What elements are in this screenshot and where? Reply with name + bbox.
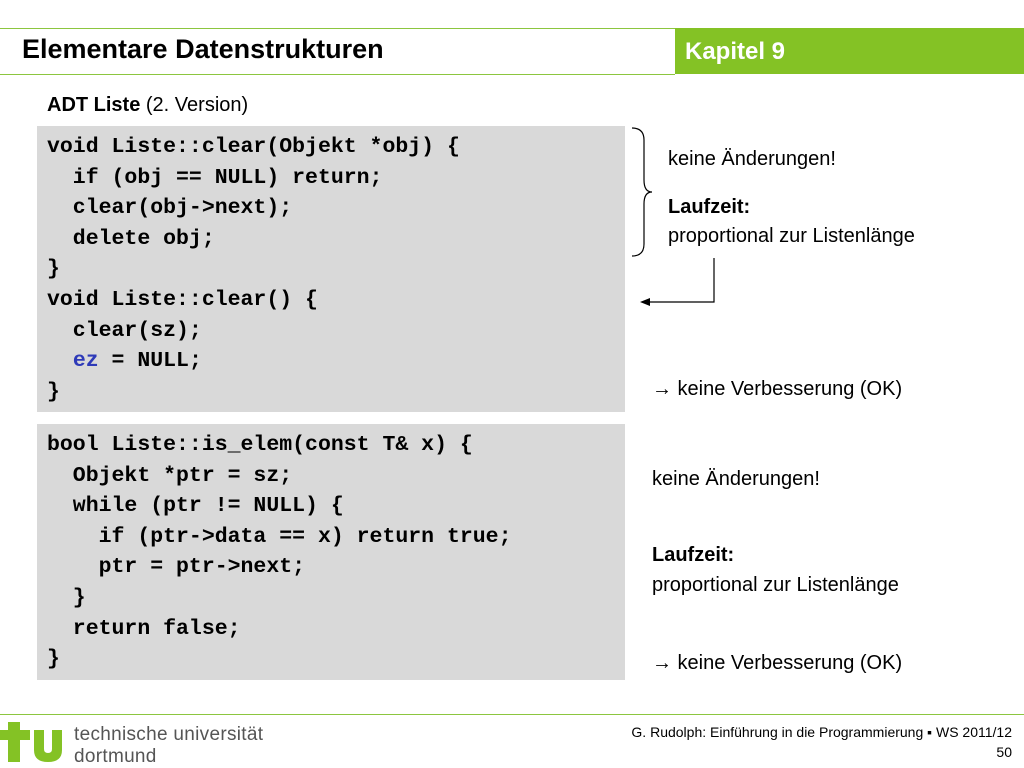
runtime-label: Laufzeit:	[668, 196, 751, 218]
curly-brace	[631, 127, 653, 257]
code-line: }	[47, 379, 60, 404]
code-line: Objekt *ptr = sz;	[47, 463, 293, 488]
runtime-label: Laufzeit:	[652, 544, 735, 566]
code-line: }	[47, 257, 60, 282]
code-block-clear: void Liste::clear(Objekt *obj) { if (obj…	[37, 126, 625, 412]
note-1-runtime-label: Laufzeit:	[668, 196, 750, 219]
title-rule	[0, 74, 675, 75]
code-line: void Liste::clear(Objekt *obj) {	[47, 135, 460, 159]
arrow-head	[640, 298, 650, 306]
arrow-line	[648, 258, 715, 303]
code-rest: = NULL;	[98, 349, 202, 374]
note-2-runtime-text: proportional zur Listenlänge	[652, 574, 899, 596]
slide-title: Elementare Datenstrukturen	[22, 34, 384, 64]
code-line: clear(obj->next);	[47, 196, 293, 221]
code-line: if (obj == NULL) return;	[47, 165, 383, 190]
subtitle-normal: (2. Version)	[140, 94, 249, 116]
code-line: void Liste::clear() {	[47, 287, 318, 312]
code-line: bool Liste::is_elem(const T& x) {	[47, 433, 473, 457]
code-line: delete obj;	[47, 226, 215, 251]
code-line: }	[47, 647, 60, 672]
code-line-ez: ez = NULL;	[47, 346, 625, 377]
logo-line-1: technische universität	[74, 724, 264, 745]
note-1-result: → keine Verbesserung (OK)	[652, 378, 903, 400]
slide-subtitle: ADT Liste (2. Version)	[47, 94, 248, 117]
bottom-rule	[0, 714, 1024, 715]
code-line: clear(sz);	[47, 318, 202, 343]
code-line: while (ptr != NULL) {	[47, 494, 344, 519]
note-2-changes: keine Änderungen!	[652, 468, 820, 490]
code-line: return false;	[47, 616, 241, 641]
note-2-result: → keine Verbesserung (OK)	[652, 652, 903, 674]
footer-credit: G. Rudolph: Einführung in die Programmie…	[631, 724, 1012, 740]
code-line: }	[47, 585, 86, 610]
code-keyword-ez: ez	[72, 349, 99, 374]
top-rule	[0, 28, 1024, 29]
code-line: ptr = ptr->next;	[47, 555, 306, 580]
note-1-runtime-text: proportional zur Listenlänge	[668, 225, 915, 247]
subtitle-bold: ADT Liste	[47, 94, 141, 116]
tu-logo-icon	[0, 722, 62, 762]
code-block-is-elem: bool Liste::is_elem(const T& x) { Objekt…	[37, 424, 625, 680]
note-1-changes: keine Änderungen!	[668, 148, 836, 170]
note-2-runtime-label: Laufzeit:	[652, 544, 734, 567]
logo-line-2: dortmund	[74, 746, 157, 767]
footer: G. Rudolph: Einführung in die Programmie…	[631, 722, 1012, 762]
university-logo: technische universität dortmund	[0, 716, 300, 768]
code-line: if (ptr->data == x) return true;	[47, 524, 512, 549]
chapter-badge: Kapitel 9	[675, 28, 1024, 74]
page-number: 50	[996, 744, 1012, 760]
